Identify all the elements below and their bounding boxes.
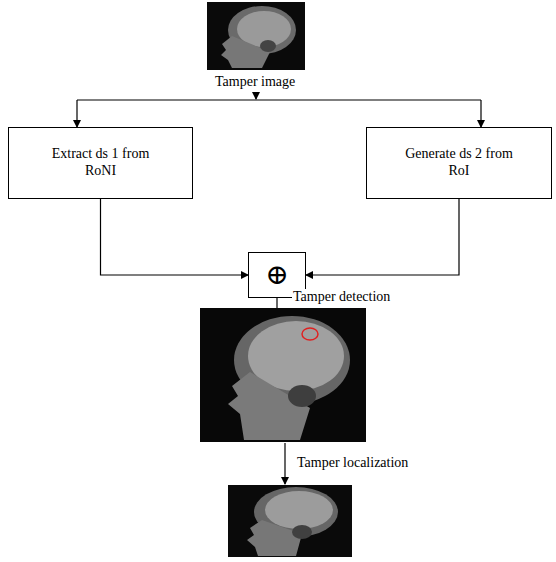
xor-symbol: ⊕ [265,258,288,292]
process-box: Extract ds 1 from RoNI [8,127,193,199]
mri-image-detected [200,308,366,442]
image-label: Tamper image [214,74,296,91]
step-label: Tamper detection [292,289,391,306]
process-box: Generate ds 2 from RoI [366,127,552,199]
connector-arrow [306,199,459,275]
box-text: Extract ds 1 from RoNI [39,146,162,180]
box-text: Generate ds 2 from RoI [397,146,521,180]
mri-image-localized [228,485,352,557]
mri-image [207,2,305,70]
step-label: Tamper localization [296,455,409,472]
connector-arrow [101,199,249,275]
